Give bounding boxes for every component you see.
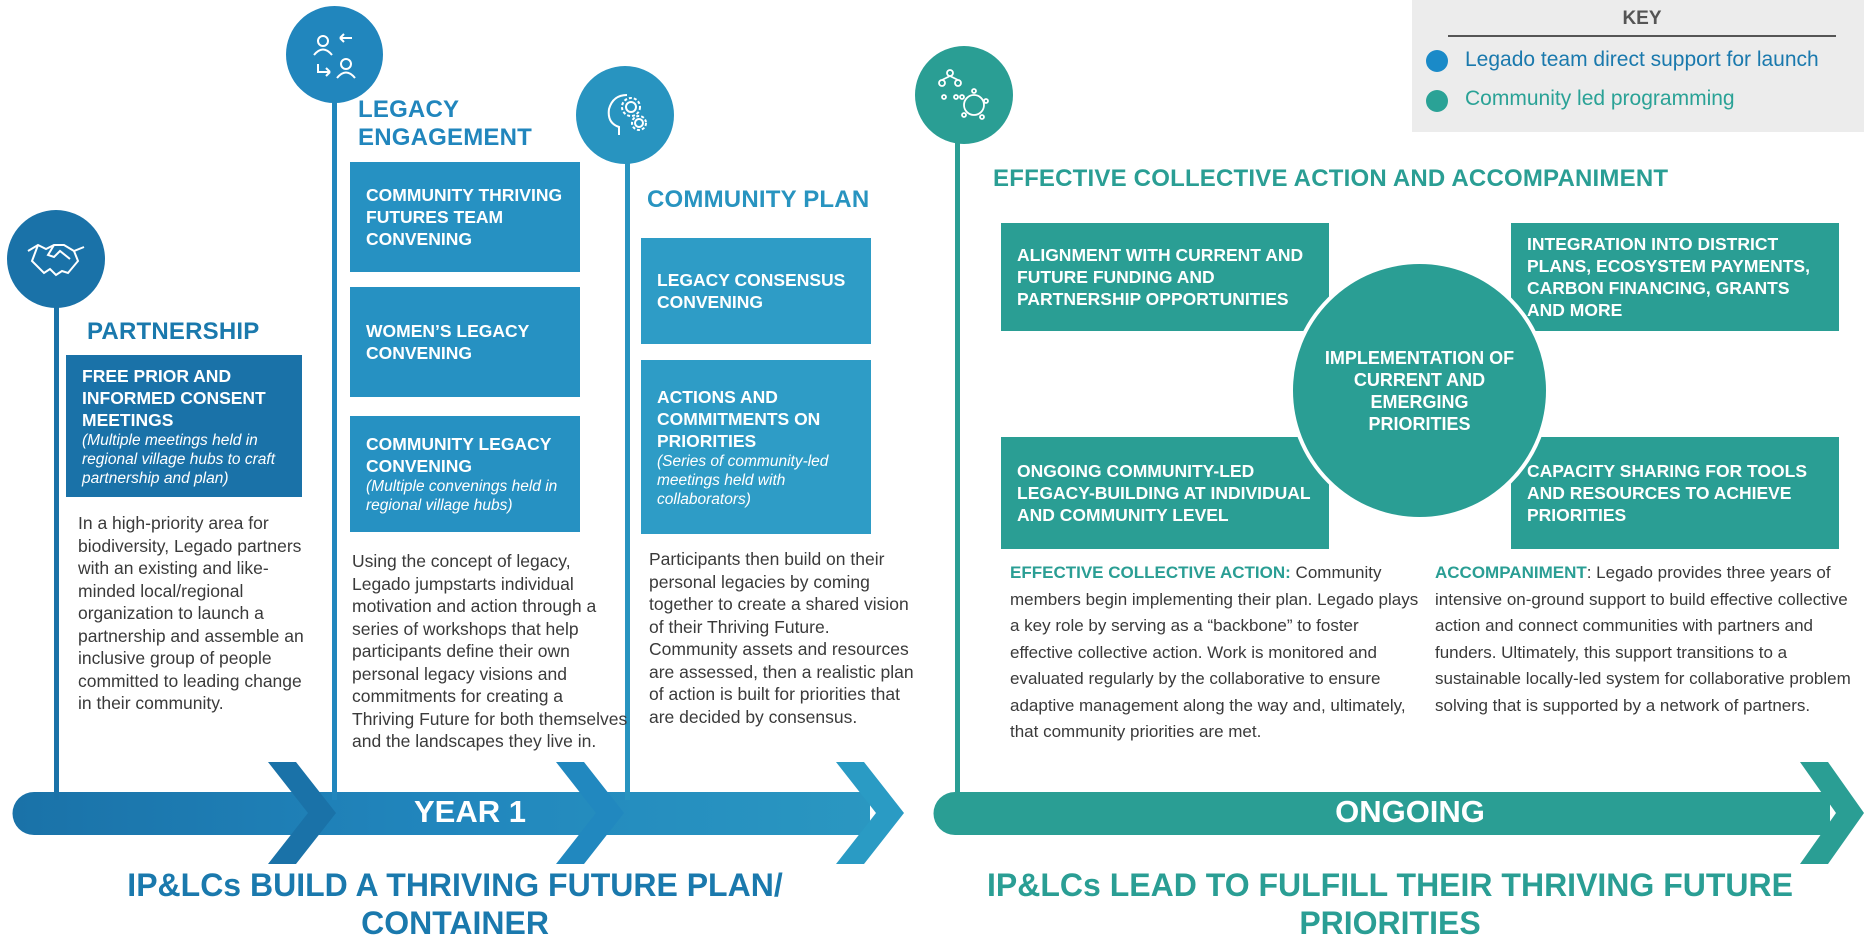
blue-dot-icon [1426,50,1448,72]
actions-commitments-title: ACTIONS AND COMMITMENTS ON PRIORITIES [657,386,821,451]
accompaniment-description: ACCOMPANIMENT: Legado provides three yea… [1435,560,1860,719]
womens-convening-title: WOMEN’S LEGACY CONVENING [366,321,530,363]
chevron-3 [836,762,904,864]
fpic-box-subtitle: (Multiple meetings held in regional vill… [82,431,276,487]
district-integration-box: INTEGRATION INTO DISTRICT PLANS, ECOSYST… [1511,223,1839,331]
team-convening-title: COMMUNITY THRIVING FUTURES TEAM CONVENIN… [366,185,563,249]
collective-action-label: EFFECTIVE COLLECTIVE ACTION: [1010,563,1291,582]
plan-title: COMMUNITY PLAN [647,186,870,213]
year1-label: YEAR 1 [414,794,526,829]
womens-convening-box: WOMEN’S LEGACY CONVENING [350,287,580,397]
plan-description: Participants then build on their persona… [649,549,914,727]
ongoing-title: EFFECTIVE COLLECTIVE ACTION AND ACCOMPAN… [993,165,1669,192]
year1-arrow-body [12,792,871,835]
consensus-convening-box: LEGACY CONSENSUS CONVENING [641,238,871,344]
legacy-stem [332,90,337,800]
ongoing-stem [955,125,960,800]
collective-action-text: Community members begin implementing the… [1010,563,1419,741]
key-item-label: Community led programming [1465,87,1735,110]
key-divider [1448,35,1836,37]
actions-commitments-box: ACTIONS AND COMMITMENTS ON PRIORITIES (S… [641,360,871,534]
ongoing-arrow-body [933,792,1830,835]
bottom-title-left: IP&LCs BUILD A THRIVING FUTURE PLAN/ CON… [127,867,783,941]
partnership-title: PARTNERSHIP [87,318,260,345]
fpic-box-title: FREE PRIOR AND INFORMED CONSENT MEETINGS [82,365,266,430]
consensus-convening-title: LEGACY CONSENSUS CONVENING [657,270,846,312]
fpic-box: FREE PRIOR AND INFORMED CONSENT MEETINGS… [66,355,302,497]
people-exchange-icon [286,6,383,103]
legacy-building-text: ONGOING COMMUNITY-LED LEGACY-BUILDING AT… [1017,461,1311,525]
community-legacy-convening-title: COMMUNITY LEGACY CONVENING [366,434,552,476]
accompaniment-label: ACCOMPANIMENT [1435,563,1587,582]
handshake-icon [7,210,105,308]
capacity-sharing-text: CAPACITY SHARING FOR TOOLS AND RESOURCES… [1527,461,1808,525]
teal-dot-icon [1426,90,1448,112]
funding-alignment-box: ALIGNMENT WITH CURRENT AND FUTURE FUNDIN… [1001,223,1329,331]
key-legend: KEY Legado team direct support for launc… [1412,0,1864,132]
network-hierarchy-icon [915,46,1013,144]
capacity-sharing-box: CAPACITY SHARING FOR TOOLS AND RESOURCES… [1511,437,1839,549]
legacy-description: Using the concept of legacy, Legado jump… [352,551,628,751]
accompaniment-text: : Legado provides three years of intensi… [1435,563,1851,715]
bottom-title-right: IP&LCs LEAD TO FULFILL THEIR THRIVING FU… [987,867,1793,941]
ongoing-label: ONGOING [1335,794,1485,829]
team-convening-box: COMMUNITY THRIVING FUTURES TEAM CONVENIN… [350,162,580,272]
key-title: KEY [1622,8,1662,29]
legacy-title: LEGACY ENGAGEMENT [358,96,533,151]
community-legacy-convening-subtitle: (Multiple convenings held in regional vi… [366,478,558,514]
partnership-stem [54,290,59,800]
implementation-text: IMPLEMENTATION OF CURRENT AND EMERGING P… [1324,347,1515,434]
key-item-label: Legado team direct support for launch [1465,48,1819,71]
chevron-ongoing [1800,762,1864,864]
legacy-building-box: ONGOING COMMUNITY-LED LEGACY-BUILDING AT… [1001,437,1329,549]
community-legacy-convening-box: COMMUNITY LEGACY CONVENING (Multiple con… [350,416,580,532]
actions-commitments-subtitle: (Series of community-led meetings held w… [657,452,829,508]
head-gears-icon [576,66,674,164]
chevron-2 [556,762,624,864]
implementation-circle: IMPLEMENTATION OF CURRENT AND EMERGING P… [1289,260,1550,521]
collective-action-description: EFFECTIVE COLLECTIVE ACTION: Community m… [1010,560,1420,746]
partnership-description: In a high-priority area for biodiversity… [78,513,304,713]
plan-stem [625,150,630,800]
chevron-1 [268,762,336,864]
funding-alignment-text: ALIGNMENT WITH CURRENT AND FUTURE FUNDIN… [1017,245,1304,309]
district-integration-text: INTEGRATION INTO DISTRICT PLANS, ECOSYST… [1527,234,1810,320]
